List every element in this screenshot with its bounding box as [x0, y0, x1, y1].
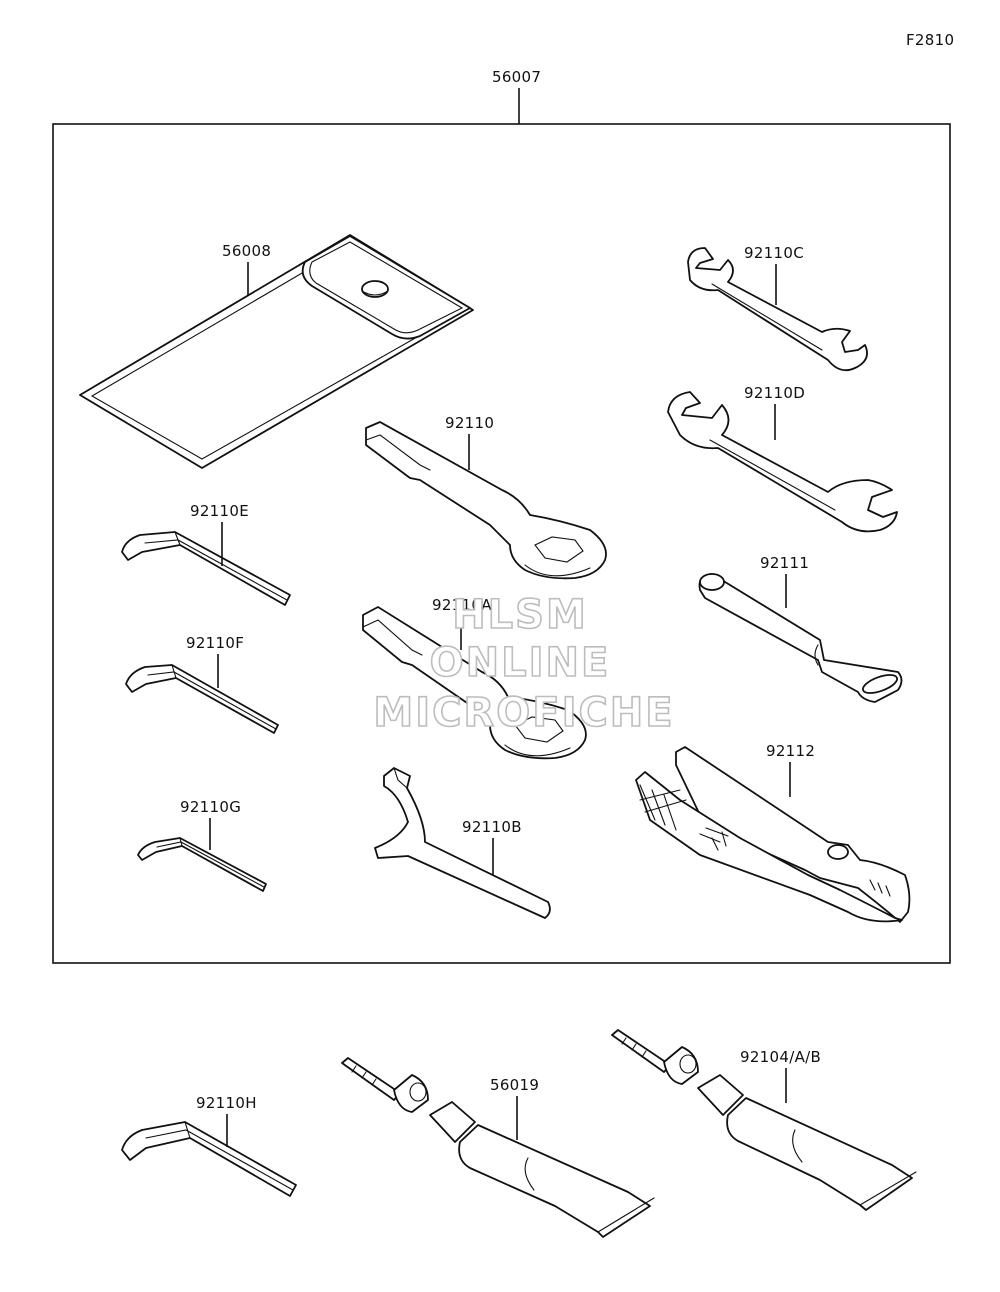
callout-92110C[interactable]: 92110C: [744, 244, 804, 262]
watermark: HLSM ONLINE MICROFICHE: [373, 591, 674, 737]
callout-92110D[interactable]: 92110D: [744, 384, 805, 402]
hook-spanner-wrench[interactable]: [374, 767, 551, 919]
callout-56019[interactable]: 56019: [490, 1076, 539, 1094]
callout-92110G[interactable]: 92110G: [180, 798, 241, 816]
callout-92110B[interactable]: 92110B: [462, 818, 522, 836]
ring-wrench-a[interactable]: [362, 606, 587, 760]
callout-92110[interactable]: 92110: [445, 414, 494, 432]
extension-handle[interactable]: [698, 573, 903, 703]
hex-key-g[interactable]: [137, 837, 267, 892]
ring-wrench[interactable]: [365, 421, 607, 580]
diagram-code: F2810: [906, 31, 954, 49]
pliers[interactable]: [635, 746, 911, 923]
watermark-line-2: ONLINE: [430, 640, 611, 686]
callout-56008[interactable]: 56008: [222, 242, 271, 260]
tool-pouch[interactable]: [79, 234, 474, 469]
callout-92110H[interactable]: 92110H: [196, 1094, 257, 1112]
callout-92112[interactable]: 92112: [766, 742, 815, 760]
callout-56007[interactable]: 56007: [492, 68, 541, 86]
callout-92111[interactable]: 92111: [760, 554, 809, 572]
open-end-wrench-small[interactable]: [687, 247, 868, 372]
hex-key-h[interactable]: [121, 1121, 297, 1197]
hex-key-f[interactable]: [125, 664, 279, 734]
kit-boundary: [52, 123, 951, 964]
callout-92110A[interactable]: 92110A: [432, 596, 492, 614]
sealant-tube-2[interactable]: [611, 1029, 917, 1211]
sealant-tube-1[interactable]: [341, 1057, 655, 1238]
watermark-line-3: MICROFICHE: [373, 690, 674, 736]
hex-key-e[interactable]: [121, 531, 291, 606]
watermark-line-1: HLSM: [452, 592, 588, 638]
open-end-wrench-large[interactable]: [667, 391, 898, 533]
callout-92110F[interactable]: 92110F: [186, 634, 244, 652]
callout-92104[interactable]: 92104/A/B: [740, 1048, 821, 1066]
callout-92110E[interactable]: 92110E: [190, 502, 249, 520]
